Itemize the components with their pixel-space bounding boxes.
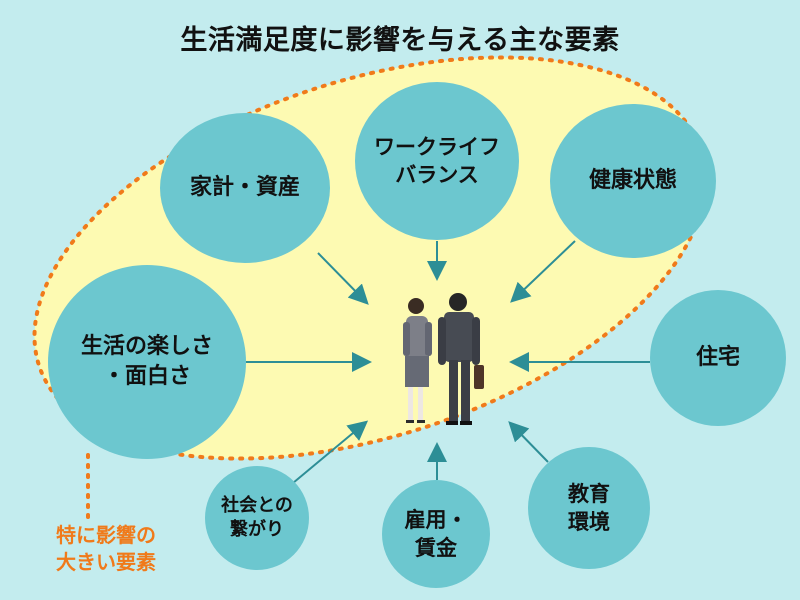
node-kakei: 家計・資産	[160, 113, 330, 263]
node-fun: 生活の楽しさ ・面白さ	[48, 265, 246, 459]
node-housing: 住宅	[650, 290, 786, 426]
node-health-label: 健康状態	[588, 168, 677, 194]
node-social-label: 社会との 繋がり	[221, 494, 293, 540]
diagram-title: 生活満足度に影響を与える主な要素	[180, 25, 620, 56]
arrow-education	[508, 421, 549, 463]
node-housing-label: 住宅	[695, 345, 740, 371]
people-illustration	[403, 293, 484, 425]
arrow-kakei	[317, 252, 369, 305]
man-figure	[438, 293, 484, 425]
node-worklife: ワークライフ バランス	[355, 82, 519, 240]
node-kakei-label: 家計・資産	[189, 175, 300, 201]
node-education-label: 教育 環境	[568, 481, 610, 534]
node-health: 健康状態	[550, 104, 716, 258]
node-employment-label: 雇用・ 賃金	[404, 507, 468, 560]
node-social: 社会との 繋がり	[205, 466, 309, 570]
legend-text: 特に影響の 大きい要素	[56, 523, 156, 574]
arrow-health	[510, 240, 576, 303]
arrows	[246, 240, 650, 484]
node-worklife-label: ワークライフ バランス	[374, 134, 500, 187]
woman-figure	[403, 298, 432, 423]
node-fun-label: 生活の楽しさ ・面白さ	[80, 334, 213, 389]
node-education: 教育 環境	[528, 447, 650, 569]
arrow-social	[292, 420, 369, 484]
node-employment: 雇用・ 賃金	[382, 480, 490, 588]
ellipse-highlight	[32, 55, 708, 461]
